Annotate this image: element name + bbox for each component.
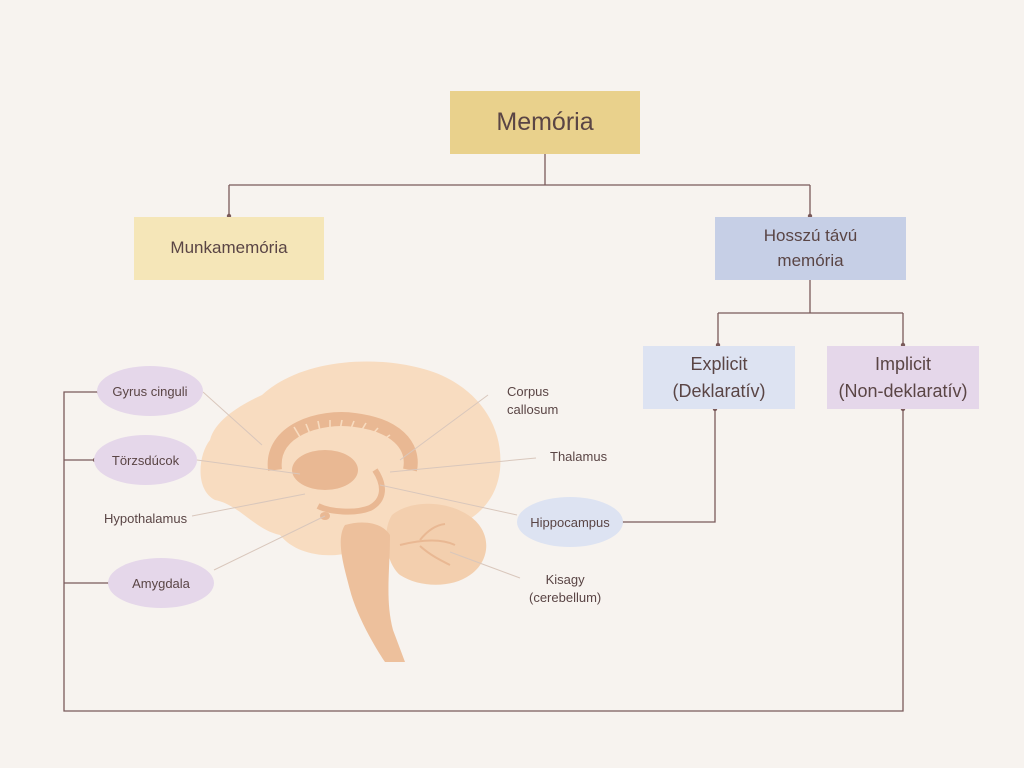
label-leader-lines [191, 391, 537, 579]
gyrus-cinguli-label: Gyrus cinguli [97, 366, 203, 416]
implicit-line-2: (Non-deklaratív) [838, 380, 968, 401]
kisagy-line-2: (cerebellum) [529, 590, 602, 605]
corpus-line-1: Corpus [507, 384, 549, 399]
hosszu-tavu-memoria-box: Hosszú távú memória [715, 217, 906, 280]
hippocampus-shape [316, 468, 385, 515]
thalamus-shape [292, 450, 358, 490]
torzsducok-label: Törzsdúcok [94, 435, 197, 485]
hosszu-line-2: memória [777, 250, 844, 270]
brain-cerebellum [386, 503, 487, 585]
kisagy-line-1: Kisagy [545, 572, 585, 587]
brain-stem [340, 522, 405, 662]
explicit-line-2: (Deklaratív) [672, 380, 766, 401]
implicit-line-1: Implicit [874, 354, 931, 375]
corpus-line-2: callosum [507, 402, 559, 417]
thalamus-label: Thalamus [550, 449, 608, 464]
kisagy-label: Kisagy (cerebellum) [529, 571, 601, 607]
explicit-box: Explicit (Deklaratív) [643, 346, 795, 409]
hosszu-line-1: Hosszú távú [763, 225, 858, 245]
brain-inner-structures [267, 412, 418, 472]
corpus-callosum-label: Corpus callosum [507, 383, 558, 419]
corpus-callosum-fibers [293, 419, 391, 443]
hypothalamus-label: Hypothalamus [104, 511, 188, 526]
hippocampus-label: Hippocampus [517, 497, 623, 547]
explicit-line-1: Explicit [690, 354, 748, 375]
cerebellum-branches [399, 523, 456, 566]
amygdala-label: Amygdala [108, 558, 214, 608]
munkamemoria-box: Munkamemória [134, 217, 324, 280]
implicit-box: Implicit (Non-deklaratív) [827, 346, 979, 409]
memoria-box: Memória [450, 91, 640, 154]
